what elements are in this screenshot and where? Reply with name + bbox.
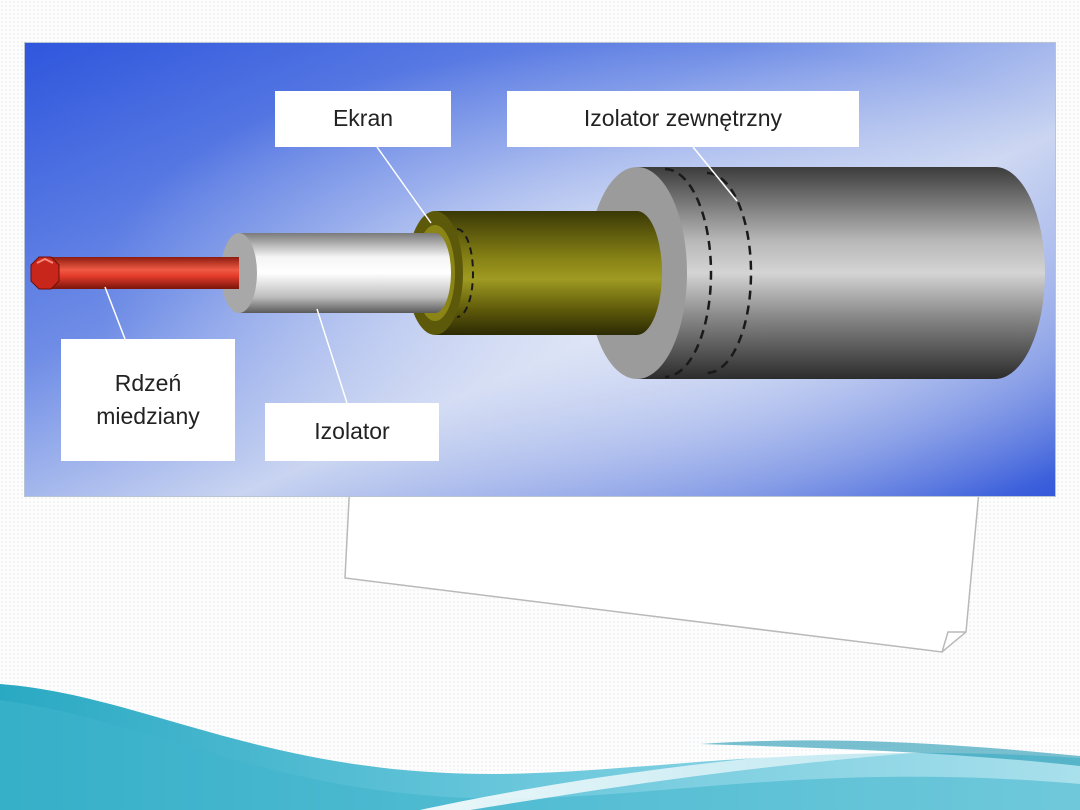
- label-outer-insulator: Izolator zewnętrzny: [507, 91, 859, 147]
- label-insulator: Izolator: [265, 403, 439, 461]
- label-core: Rdzeń miedziany: [61, 339, 235, 461]
- insulator: [221, 233, 451, 313]
- label-core-text: Rdzeń miedziany: [96, 369, 200, 429]
- leader-lines: [104, 146, 738, 404]
- label-shield: Ekran: [275, 91, 451, 147]
- coaxial-cable-diagram: Ekran Izolator zewnętrzny Rdzeń miedzian…: [24, 42, 1056, 497]
- copper-core: [30, 256, 239, 290]
- label-insulator-text: Izolator: [314, 418, 390, 445]
- label-shield-text: Ekran: [332, 105, 394, 132]
- label-outer-insulator-text: Izolator zewnętrzny: [583, 105, 783, 132]
